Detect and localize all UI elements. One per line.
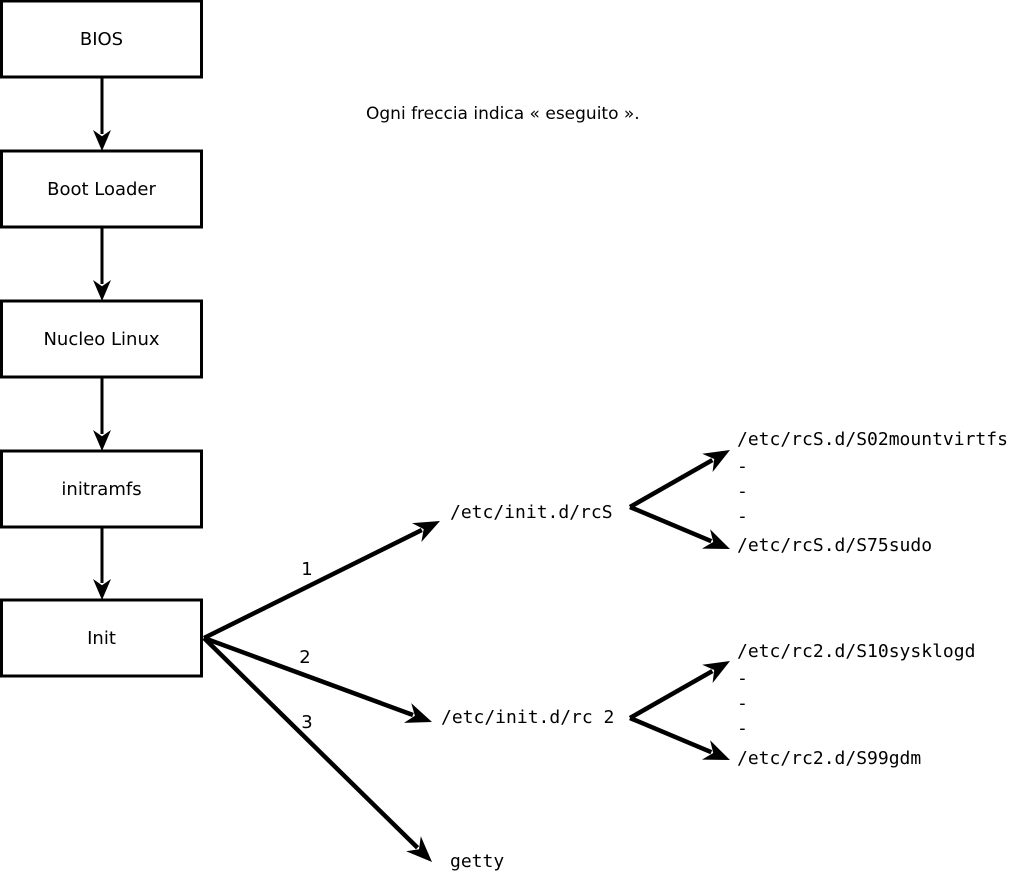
- edge-bios-to-bootloader: [93, 77, 111, 151]
- node-initramfs[interactable]: initramfs: [0, 449, 203, 529]
- edge-initramfs-to-init: [93, 527, 111, 600]
- edge-kernel-to-initramfs: [93, 377, 111, 451]
- rcS-last-target-label: /etc/rcS.d/S75sudo: [737, 535, 932, 556]
- branch-3-number: 3: [301, 712, 312, 733]
- edge-bootloader-to-kernel: [93, 227, 111, 301]
- node-kernel[interactable]: Nucleo Linux: [0, 299, 203, 379]
- node-bootloader-label: Boot Loader: [47, 179, 156, 200]
- node-initramfs-box[interactable]: [0, 449, 203, 529]
- rc2-dash-3: -: [737, 718, 748, 739]
- rc2-dash-2: -: [737, 693, 748, 714]
- branch-1-number: 1: [301, 559, 312, 580]
- rc2-dash-1: -: [737, 668, 748, 689]
- node-bootloader[interactable]: Boot Loader: [0, 149, 203, 229]
- branch-1: 1/etc/init.d/rcS: [203, 502, 613, 641]
- node-bios-label: BIOS: [80, 29, 123, 50]
- branch-3: 3 getty: [202, 636, 504, 872]
- node-init[interactable]: Init: [0, 598, 203, 678]
- chain-edge-group: [93, 77, 111, 600]
- node-bios[interactable]: BIOS: [0, 0, 203, 79]
- node-kernel-box[interactable]: [0, 299, 203, 379]
- branch-2: 2/etc/init.d/rc 2: [203, 635, 614, 728]
- branch-1-target-label: /etc/init.d/rcS: [450, 502, 613, 523]
- branch-2-number: 2: [299, 647, 310, 668]
- rcS-first-target-label: /etc/rcS.d/S02mountvirtfs: [737, 429, 1008, 450]
- rcS-dash-1: -: [737, 456, 748, 477]
- rc2-group: /etc/rc2.d/S10sysklogd/etc/rc2.d/S99gdm -…: [628, 641, 975, 769]
- branch-3-target-label: getty: [450, 851, 504, 872]
- rc2-first-target-label: /etc/rc2.d/S10sysklogd: [737, 641, 975, 662]
- rcS-group: /etc/rcS.d/S02mountvirtfs/etc/rcS.d/S75s…: [628, 429, 1008, 556]
- node-bios-box[interactable]: [0, 0, 203, 79]
- rcS-dash-3: -: [737, 506, 748, 527]
- node-initramfs-label: initramfs: [61, 479, 141, 500]
- node-kernel-label: Nucleo Linux: [43, 329, 159, 350]
- node-init-label: Init: [87, 628, 116, 649]
- rcS-dash-2: -: [737, 481, 748, 502]
- branch-2-target-label: /etc/init.d/rc 2: [441, 707, 614, 728]
- sub-branch-group: /etc/rcS.d/S02mountvirtfs/etc/rcS.d/S75s…: [628, 429, 1008, 769]
- node-init-box[interactable]: [0, 598, 203, 678]
- rc2-last-target-label: /etc/rc2.d/S99gdm: [737, 748, 921, 769]
- legend-note: Ogni freccia indica « eseguito ».: [366, 104, 640, 124]
